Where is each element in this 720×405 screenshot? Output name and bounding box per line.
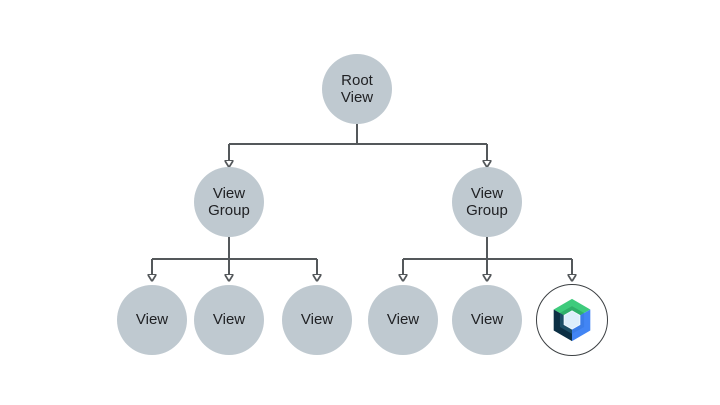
- node-label: View: [212, 311, 246, 329]
- node-view-5: View: [452, 285, 522, 355]
- node-root-view: Root View: [322, 54, 392, 124]
- node-jetpack-compose: [536, 284, 608, 356]
- jetpack-compose-icon: [553, 298, 591, 342]
- node-view-4: View: [368, 285, 438, 355]
- compose-center-hex: [563, 310, 581, 330]
- node-label: View Group: [208, 184, 250, 219]
- node-label: View: [386, 311, 420, 329]
- node-label: View: [470, 311, 504, 329]
- node-label: View Group: [466, 184, 508, 219]
- node-view-3: View: [282, 285, 352, 355]
- node-view-group-left: View Group: [194, 167, 264, 237]
- node-view-2: View: [194, 285, 264, 355]
- node-label: View: [135, 311, 169, 329]
- node-view-1: View: [117, 285, 187, 355]
- node-label: Root View: [340, 71, 374, 106]
- node-view-group-right: View Group: [452, 167, 522, 237]
- node-label: View: [300, 311, 334, 329]
